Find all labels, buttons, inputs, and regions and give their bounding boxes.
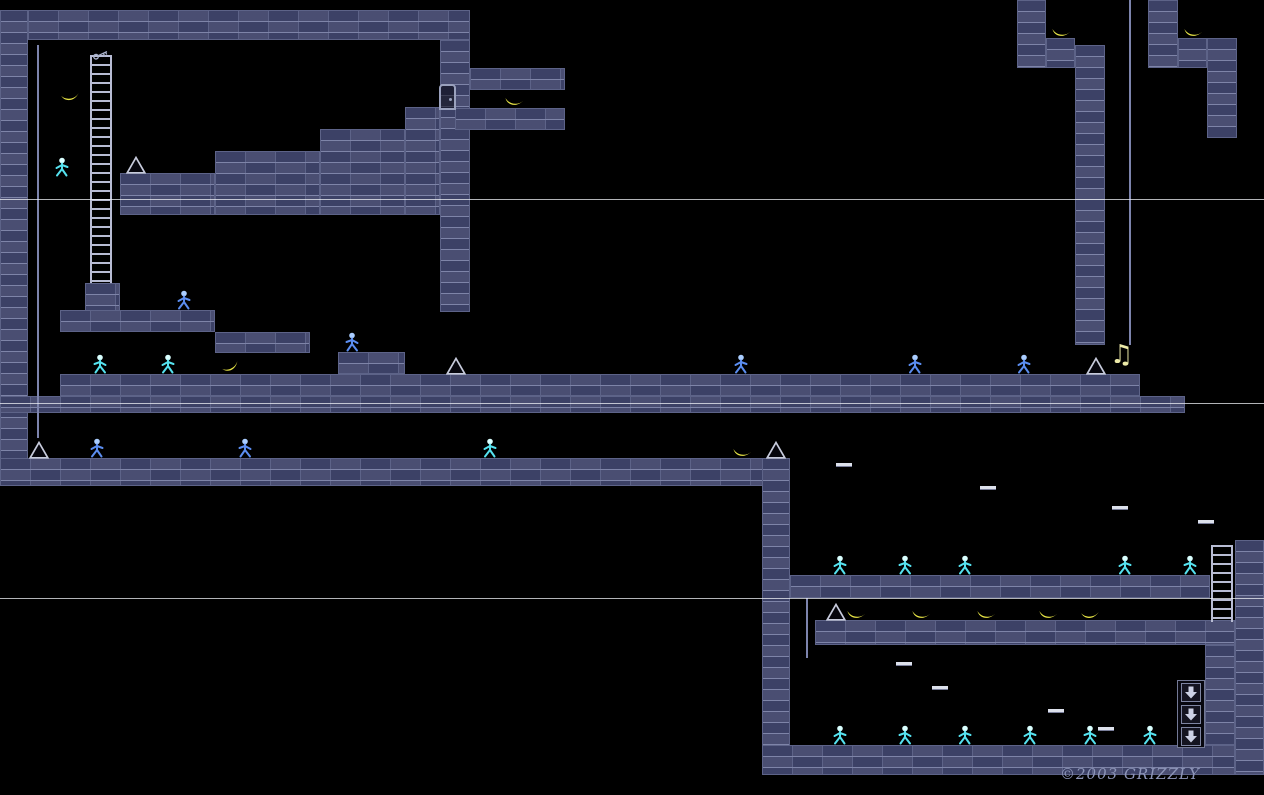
platform-top-wall [28,10,470,40]
dash-platform [1098,727,1114,731]
runner-sprite [237,438,253,458]
platform-floor-block [338,352,405,374]
runner-sprite [832,725,848,745]
down-arrow-block [1181,727,1201,746]
music-note-item: ♫ [1110,340,1134,370]
spike-triangle [28,440,50,459]
platform-cave-right-wall [1235,540,1264,775]
down-arrow-block [1181,683,1201,702]
platform-room-right-wall [440,40,470,312]
banana-item [218,353,242,377]
platform-chute-a-shelf [1046,38,1075,68]
banana-item [1079,604,1102,623]
platform-chute-b-left [1148,0,1178,68]
screen-boundary-line [0,199,1264,200]
spike-triangle [125,155,147,174]
dash-platform [896,662,912,666]
wire-rope [37,45,39,438]
banana-item [1183,24,1203,38]
banana-item [504,93,524,107]
screen-boundary-line [0,403,1264,404]
dash-platform [932,686,948,690]
banana-item [911,606,931,620]
runner-sprite [957,555,973,575]
banana-item [1051,24,1071,38]
runner-sprite [344,332,360,352]
spike-triangle [1085,356,1107,375]
ladder [90,55,112,283]
ladder [1211,545,1233,622]
platform-main-floor-upper [60,374,1140,396]
dash-platform [836,463,852,467]
runner-sprite [1082,725,1098,745]
banana-item [976,606,996,620]
runner-sprite [1117,555,1133,575]
platform-cave-mid-floor [790,575,1210,598]
door [439,84,456,110]
key-item [89,42,109,60]
platform-alcove-top [470,68,565,90]
banana-item [1038,606,1058,620]
spike-triangle [765,440,787,459]
platform-main-floor-lower [0,396,1185,413]
runner-sprite [89,438,105,458]
runner-sprite [54,157,70,177]
platform-stair-top [405,107,440,215]
platform-alcove-floor [455,108,565,130]
spike-triangle [825,602,847,621]
runner-sprite [832,555,848,575]
spike-triangle [445,356,467,375]
runner-sprite [907,354,923,374]
wire-rope [1129,0,1131,345]
artist-signature: ©2003 GRIZZLY [1060,765,1200,783]
runner-sprite [897,725,913,745]
runner-sprite [897,555,913,575]
platform-cave-right-col [1205,645,1235,745]
platform-chute-b-wall [1207,38,1237,138]
platform-chute-wall [1075,45,1105,345]
runner-sprite [176,290,192,310]
platform-cave-bottom-floor [762,745,1235,775]
runner-sprite [733,354,749,374]
platform-chute-a-left [1017,0,1046,68]
platform-corridor-floor [0,458,790,486]
runner-sprite [1022,725,1038,745]
runner-sprite [1016,354,1032,374]
dash-platform [1112,506,1128,510]
platform-mid-step [215,332,310,353]
platform-stair-1 [120,173,215,215]
runner-sprite [957,725,973,745]
platform-mid-shelf [60,310,215,332]
runner-sprite [160,354,176,374]
screen-boundary-line [0,598,1264,599]
dash-platform [980,486,996,490]
banana-item [846,606,866,620]
platform-cave-left-wall [762,458,790,775]
platform-chute-b-shelf [1178,38,1207,68]
dash-platform [1198,520,1214,524]
platform-stair-3 [320,129,405,215]
runner-sprite [92,354,108,374]
down-arrow-block [1181,705,1201,724]
runner-sprite [482,438,498,458]
platform-left-wall [0,10,28,486]
runner-sprite [1142,725,1158,745]
banana-item [58,85,82,105]
platform-cave-banana-floor [815,620,1235,645]
platform-stair-2 [215,151,320,215]
wire-rope [806,598,808,658]
dash-platform [1048,709,1064,713]
banana-item [732,444,752,458]
runner-sprite [1182,555,1198,575]
